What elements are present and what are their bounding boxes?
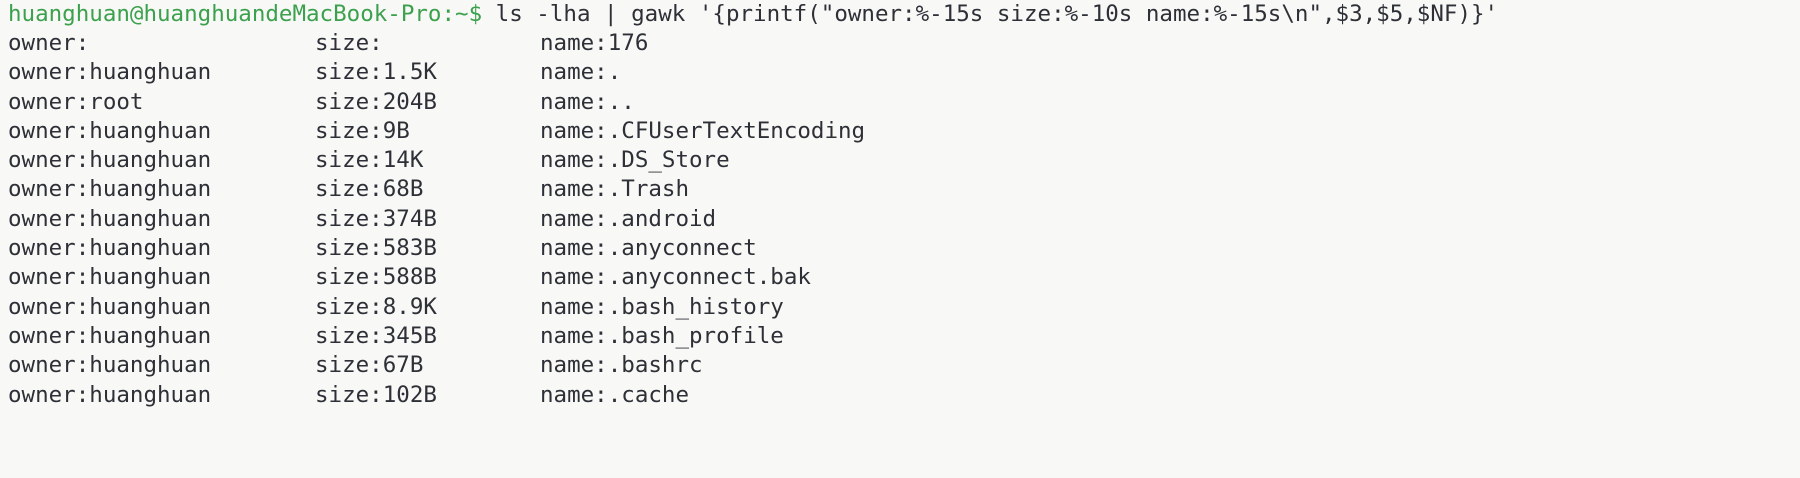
output-name-field: name:.android xyxy=(540,205,717,232)
output-row: owner:huanghuan size:345B name:.bash_profi… xyxy=(0,322,1800,351)
output-owner-field: owner:huanghuan xyxy=(8,381,212,408)
output-owner-field: owner:huanghuan xyxy=(8,293,212,320)
output-row: owner:huanghuan size:14K name:.DS_Store xyxy=(0,146,1800,175)
output-row: owner:huanghuan size:374B name:.android xyxy=(0,205,1800,234)
output-size-field: size:588B xyxy=(315,264,437,291)
output-row: owner:root size:204B name:.. xyxy=(0,88,1800,117)
output-name-field: name:.. xyxy=(540,88,635,115)
shell-prompt: huanghuan@huanghuandeMacBook-Pro:~$ xyxy=(8,1,483,27)
output-row: owner:huanghuan size:67B name:.bashrc xyxy=(0,351,1800,380)
output-owner-field: owner:huanghuan xyxy=(8,176,212,203)
output-owner-field: owner:huanghuan xyxy=(8,264,212,291)
output-owner-field: owner:huanghuan xyxy=(8,147,212,174)
output-row: owner:huanghuan size:583B name:.anyconnect xyxy=(0,234,1800,263)
output-row: owner:huanghuan size:1.5K name:. xyxy=(0,58,1800,87)
output-row: owner:huanghuan size:9B name:.CFUserTextEn… xyxy=(0,117,1800,146)
output-size-field: size:345B xyxy=(315,322,437,349)
output-owner-field: owner:huanghuan xyxy=(8,205,212,232)
output-owner-field: owner:huanghuan xyxy=(8,117,212,144)
output-name-field: name:.anyconnect.bak xyxy=(540,264,811,291)
output-name-field: name:.bashrc xyxy=(540,352,703,379)
output-name-field: name:.cache xyxy=(540,381,690,408)
output-size-field: size:8.9K xyxy=(315,293,437,320)
output-owner-field: owner:huanghuan xyxy=(8,235,212,262)
output-name-field: name:176 xyxy=(540,30,649,56)
output-row: owner:huanghuan size:8.9K name:.bash_histo… xyxy=(0,293,1800,322)
output-size-field: size:68B xyxy=(315,176,424,203)
output-owner-field: owner:root xyxy=(8,88,144,115)
output-name-field: name:.anyconnect xyxy=(540,235,757,262)
output-owner-field: owner:huanghuan xyxy=(8,352,212,379)
command-output: owner: size: name:176 owner:huanghuan size:1… xyxy=(0,29,1800,410)
output-size-field: size: xyxy=(315,30,383,56)
output-row: owner: size: name:176 xyxy=(0,29,1800,58)
output-name-field: name:. xyxy=(540,59,622,86)
output-row: owner:huanghuan size:588B name:.anyconnect… xyxy=(0,263,1800,292)
output-name-field: name:.bash_profile xyxy=(540,322,784,349)
output-row: owner:huanghuan size:68B name:.Trash xyxy=(0,175,1800,204)
output-size-field: size:67B xyxy=(315,352,424,379)
command-text: ls -lha | gawk '{printf("owner:%-15s siz… xyxy=(482,1,1499,27)
output-size-field: size:374B xyxy=(315,205,437,232)
output-name-field: name:.DS_Store xyxy=(540,147,730,174)
output-size-field: size:1.5K xyxy=(315,59,437,86)
output-size-field: size:204B xyxy=(315,88,437,115)
output-owner-field: owner:huanghuan xyxy=(8,59,212,86)
output-size-field: size:583B xyxy=(315,235,437,262)
output-size-field: size:14K xyxy=(315,147,424,174)
output-owner-field: owner:huanghuan xyxy=(8,322,212,349)
output-name-field: name:.CFUserTextEncoding xyxy=(540,117,866,144)
output-name-field: name:.Trash xyxy=(540,176,690,203)
output-size-field: size:9B xyxy=(315,117,410,144)
output-size-field: size:102B xyxy=(315,381,437,408)
output-owner-field: owner: xyxy=(8,30,90,56)
command-line: huanghuan@huanghuandeMacBook-Pro:~$ ls -… xyxy=(0,0,1800,29)
output-row: owner:huanghuan size:102B name:.cache xyxy=(0,381,1800,410)
output-name-field: name:.bash_history xyxy=(540,293,784,320)
